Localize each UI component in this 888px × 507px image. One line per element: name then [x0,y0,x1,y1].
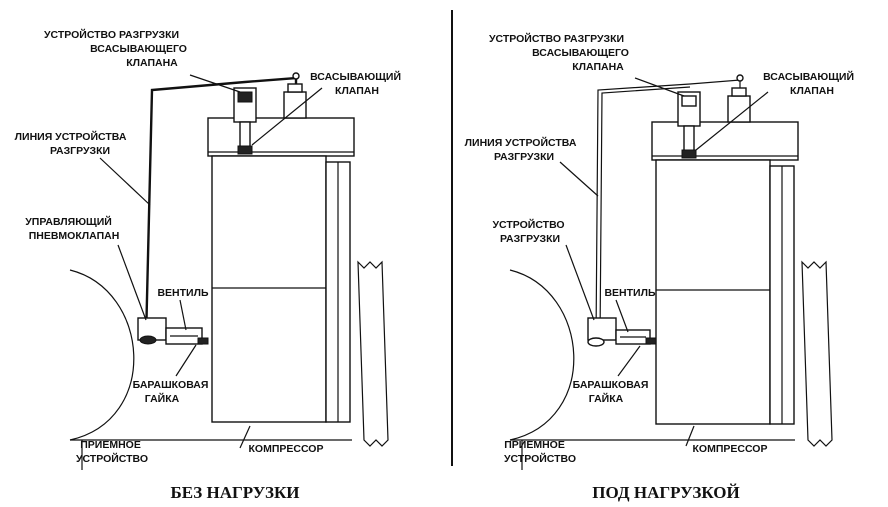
label-unloader-suction-valve: УСТРОЙСТВО РАЗГРУЗКИ ВСАСЫВАЮЩЕГО КЛАПАН… [44,28,190,69]
unloader-line [595,79,741,341]
label-unloader-suction-valve: УСТРОЙСТВО РАЗГРУЗКИ ВСАСЫВАЮЩЕГО КЛАПАН… [489,32,632,73]
label-compressor: КОМПРЕССОР [249,443,324,455]
label-compressor: КОМПРЕССОР [693,443,768,455]
label-ventil: ВЕНТИЛЬ [157,287,208,299]
caption-left: БЕЗ НАГРУЗКИ [170,483,299,502]
right-panel: УСТРОЙСТВО РАЗГРУЗКИ ВСАСЫВАЮЩЕГО КЛАПАН… [465,32,857,502]
label-suction-valve: ВСАСЫВАЮЩИЙ КЛАПАН [310,70,404,97]
label-wing-nut: БАРАШКОВАЯ ГАЙКА [573,379,652,405]
label-unloader-line: ЛИНИЯ УСТРОЙСТВА РАЗГРУЗКИ [15,130,130,157]
receiver-tank [69,269,135,441]
left-panel: УСТРОЙСТВО РАЗГРУЗКИ ВСАСЫВАЮЩЕГО КЛАПАН… [15,28,404,502]
caption-right: ПОД НАГРУЗКОЙ [592,483,739,502]
label-unloader-line: ЛИНИЯ УСТРОЙСТВА РАЗГРУЗКИ [465,136,580,163]
label-ventil: ВЕНТИЛЬ [604,287,655,299]
compressor-cylinder [211,155,327,423]
compressor-cylinder [655,159,771,425]
compressor-head [651,121,799,161]
label-unloader: УСТРОЙСТВО РАЗГРУЗКИ [493,218,568,245]
flywheel [801,260,833,447]
label-suction-valve: ВСАСЫВАЮЩИЙ КЛАПАН [763,70,857,97]
flywheel [357,260,389,447]
label-wing-nut: БАРАШКОВАЯ ГАЙКА [133,379,212,405]
unloader-body [587,317,617,341]
unloader-line [144,76,298,341]
label-receiver: ПРИЕМНОЕ УСТРОЙСТВО [504,439,576,465]
label-control-valve: УПРАВЛЯЮЩИЙ ПНЕВМОКЛАПАН [25,215,119,242]
suction-valve-body [283,91,307,119]
receiver-tank [509,269,575,441]
label-receiver: ПРИЕМНОЕ УСТРОЙСТВО [76,439,148,465]
compressor-head [207,117,355,157]
